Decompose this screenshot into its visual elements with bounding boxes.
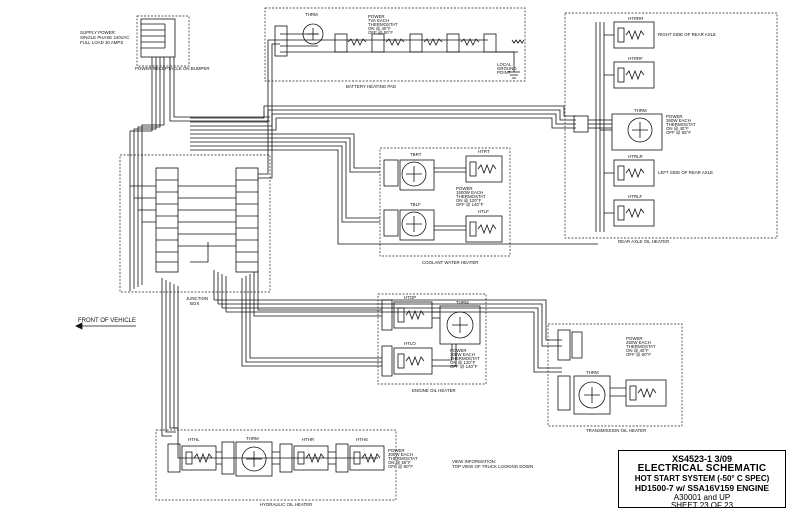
battery-thrm-label: THRM (305, 12, 318, 17)
trans-power-3: THERMOSTAT (626, 344, 656, 349)
supply-label-2: SINGLE PHASE 240VAC (80, 35, 129, 40)
trans-thrm-label: THRM (586, 370, 599, 375)
enclosure-boxes (119, 7, 778, 501)
main-bus (129, 57, 270, 291)
htlo-label: HTLO (404, 341, 416, 346)
rear-power-5: OFF @ 55°F (666, 130, 691, 135)
battery-power-5: OFF @ 50°F (368, 30, 393, 35)
receptacle-label: POWER RECEPTACLE ON BUMPER (135, 66, 210, 71)
rear-power-1: POWER (666, 114, 683, 119)
supply-label-1: SUPPLY POWER: (80, 30, 116, 35)
hyd-label-3: HTHR (302, 437, 314, 442)
front-of-vehicle-label: FRONT OF VEHICLE (78, 318, 136, 324)
htr-label-1: HTRRR (628, 16, 643, 21)
tbrt-label: TBRT (410, 152, 422, 157)
engine-power-4: ON @ 120°F (450, 360, 476, 365)
drawing-number: XS4523-1 3/09 (671, 454, 733, 464)
rear-axle-heaters (600, 21, 663, 227)
transmission-components (557, 329, 667, 415)
hydraulic-label: HYDRAULIC OIL HEATER (260, 502, 312, 507)
left-axle-label: LEFT SIDE OF REAR AXLE (658, 170, 713, 175)
model-line: HD1500-7 w/ SSA16V159 ENGINE (634, 483, 770, 493)
battery-heater-components (274, 23, 525, 79)
drawing-subtitle: HOT START SYSTEM (-50° C SPEC) (634, 474, 770, 483)
battery-power-4: ON @ 40°F (368, 26, 391, 31)
coolant-power-1: POWER (456, 186, 473, 191)
hyd-power-1: POWER (388, 448, 405, 453)
coolant-wires (190, 133, 598, 245)
battery-pad-label: BATTERY HEATING PAD (346, 84, 396, 89)
transmission-label: TRANSMISSION OIL HEATER (586, 428, 646, 433)
ground-label-2: GROUND (497, 66, 517, 71)
hydraulic-components (167, 441, 385, 477)
battery-power-1: POWER (368, 14, 385, 19)
battery-power-2: 7VA EACH (368, 18, 389, 23)
trans-power-5: OFF @ 60°F (626, 352, 651, 357)
engine-oil-wires (241, 270, 382, 367)
rear-axle-label: REAR AXLE OIL HEATER (618, 239, 669, 244)
hyd-label-4: HTHS (356, 437, 368, 442)
htr-label-3: HTRLR (628, 154, 643, 159)
htr-label-2: HTRRF (628, 56, 643, 61)
htrt-label: HTRT (478, 149, 490, 154)
junction-label-2: BOX (190, 301, 199, 306)
drawing-title: ELECTRICAL SCHEMATIC (637, 463, 767, 474)
rear-axle-wires (190, 22, 612, 232)
trans-power-2: 250W EACH (626, 340, 651, 345)
ground-label-3: POINT (497, 70, 511, 75)
view-info-2: TOP VIEW OF TRUCK LOOKING DOWN (452, 464, 533, 469)
htlf-label: HTLF (478, 209, 489, 214)
supply-label-3: FULL LOAD 30 AMPS (80, 40, 123, 45)
hyd-power-5: OFF @ 80°F (388, 464, 413, 469)
coolant-power-5: OFF @ 140°F (456, 202, 484, 207)
htop-label: HTOP (404, 295, 416, 300)
hyd-label-2: THRM (246, 436, 259, 441)
junction-box (130, 167, 259, 273)
hydraulic-wires (161, 278, 378, 459)
engine-thrm-label: THRM (456, 300, 469, 305)
engine-oil-label: ENGINE OIL HEATER (412, 388, 456, 393)
hyd-power-4: ON @ 50°F (388, 460, 411, 465)
serial-range: A30001 and UP (673, 493, 731, 502)
htr-label-4: HTRLF (628, 194, 642, 199)
engine-power-5: OFF @ 140°F (450, 364, 478, 369)
battery-power-3: THERMOSTAT (368, 22, 398, 27)
power-receptacle (140, 18, 176, 58)
ground-label-1: LOCAL (497, 62, 512, 67)
hyd-power-2: 300W EACH (388, 452, 413, 457)
front-of-vehicle-arrow (75, 322, 136, 330)
trans-power-1: POWER (626, 336, 643, 341)
sheet-number: SHEET 23 OF 23 (670, 501, 734, 510)
rear-power-3: THERMOSTAT (666, 122, 696, 127)
coolant-heater-components (383, 155, 503, 243)
engine-power-3: THERMOSTAT (450, 356, 480, 361)
engine-power-2: 300W EACH (450, 352, 475, 357)
rear-power-2: 360W EACH (666, 118, 691, 123)
schematic-labels: SUPPLY POWER: SINGLE PHASE 240VAC FULL L… (78, 12, 716, 507)
engine-power-1: POWER (450, 348, 467, 353)
junction-label-1: JUNCTION (186, 296, 208, 301)
right-axle-label: RIGHT SIDE OF REAR AXLE (658, 32, 716, 37)
title-block: XS4523-1 3/09 ELECTRICAL SCHEMATIC HOT S… (618, 450, 786, 510)
coolant-power-2: 1500W EACH (456, 190, 483, 195)
rear-power-4: ON @ 40°F (666, 126, 689, 131)
trans-power-4: ON @ 40°F (626, 348, 649, 353)
coolant-power-3: THERMOSTAT (456, 194, 486, 199)
rear-thrm-label: THRM (634, 108, 647, 113)
coolant-power-4: ON @ 120°F (456, 198, 482, 203)
hyd-label-1: HTHL (188, 437, 200, 442)
hyd-power-3: THERMOSTAT (388, 456, 418, 461)
view-info-1: VIEW INFORMATION: (452, 459, 496, 464)
tblf-label: TBLF (410, 202, 421, 207)
coolant-label: COOLANT WATER HEATER (422, 260, 478, 265)
transmission-wires (190, 242, 562, 373)
